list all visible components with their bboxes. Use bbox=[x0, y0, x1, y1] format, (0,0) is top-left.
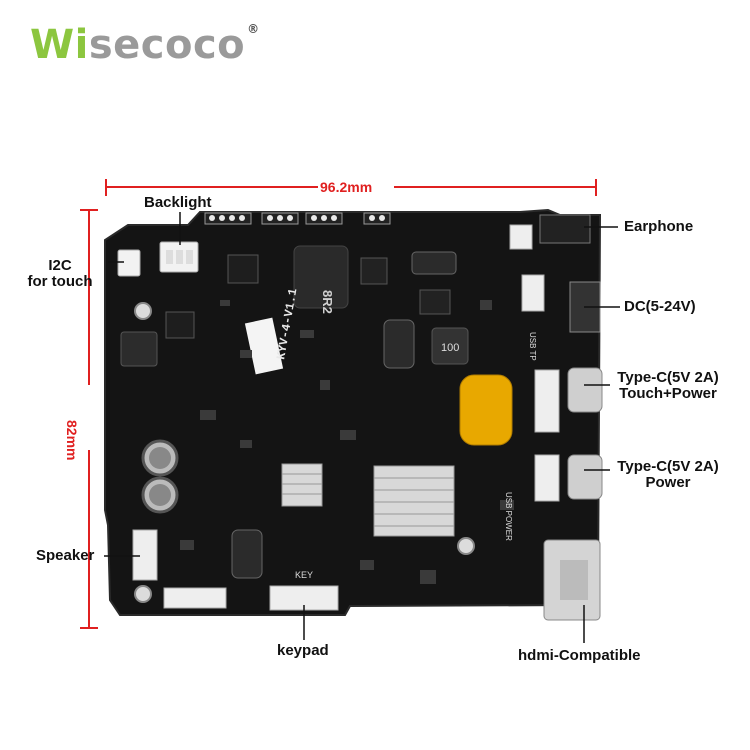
usb-tp-silkscreen: USB TP bbox=[528, 332, 537, 361]
height-dimension: 82mm bbox=[64, 420, 80, 461]
label-typec-touch-line1: Type-C(5V 2A) bbox=[617, 369, 719, 386]
label-typec-power: Type-C(5V 2A) Power bbox=[608, 459, 728, 491]
label-typec-power-line1: Type-C(5V 2A) bbox=[617, 458, 719, 475]
label-i2c-line2: for touch bbox=[27, 273, 93, 290]
typec-touch-port bbox=[567, 367, 603, 413]
label-dc: DC(5-24V) bbox=[624, 298, 696, 315]
large-inductor bbox=[293, 245, 349, 309]
i2c-connector bbox=[117, 249, 141, 277]
callout-lines bbox=[104, 212, 620, 643]
inductor-silkscreen: 8R2 bbox=[320, 290, 335, 314]
key-silkscreen: KEY bbox=[295, 570, 313, 580]
speaker-connector bbox=[132, 529, 158, 581]
brand-logo: Wisecoco® bbox=[30, 22, 260, 68]
qr-label bbox=[244, 317, 284, 375]
pcb-board bbox=[105, 210, 600, 615]
label-typec-power-line2: Power bbox=[645, 474, 691, 491]
earphone-jack bbox=[539, 214, 591, 244]
yellow-fuse bbox=[459, 374, 513, 446]
label-hdmi: hdmi-Compatible bbox=[518, 647, 641, 664]
label-backlight: Backlight bbox=[144, 194, 212, 211]
typec-power-port bbox=[567, 454, 603, 500]
label-typec-touch-line2: Touch+Power bbox=[619, 385, 717, 402]
height-dimension-line bbox=[80, 209, 98, 629]
logo-first: Wi bbox=[30, 22, 89, 68]
label-typec-touch: Type-C(5V 2A) Touch+Power bbox=[608, 370, 728, 402]
width-dimension-line bbox=[105, 179, 597, 196]
inductor-small-silkscreen: 100 bbox=[441, 342, 459, 354]
width-dimension: 96.2mm bbox=[320, 179, 373, 195]
label-keypad: keypad bbox=[277, 642, 329, 659]
heatsink-small bbox=[281, 463, 323, 507]
logo-rest: secoco bbox=[88, 22, 246, 68]
label-speaker: Speaker bbox=[36, 547, 95, 564]
registered-mark: ® bbox=[247, 22, 260, 36]
label-i2c: I2C for touch bbox=[20, 258, 100, 290]
label-earphone: Earphone bbox=[624, 218, 694, 235]
electrolytic-capacitors bbox=[141, 251, 457, 579]
label-i2c-line1: I2C bbox=[48, 257, 72, 274]
usb-power-silkscreen: USB POWER bbox=[504, 492, 513, 541]
heatsink-large bbox=[373, 465, 455, 537]
top-pin-headers bbox=[204, 212, 391, 225]
